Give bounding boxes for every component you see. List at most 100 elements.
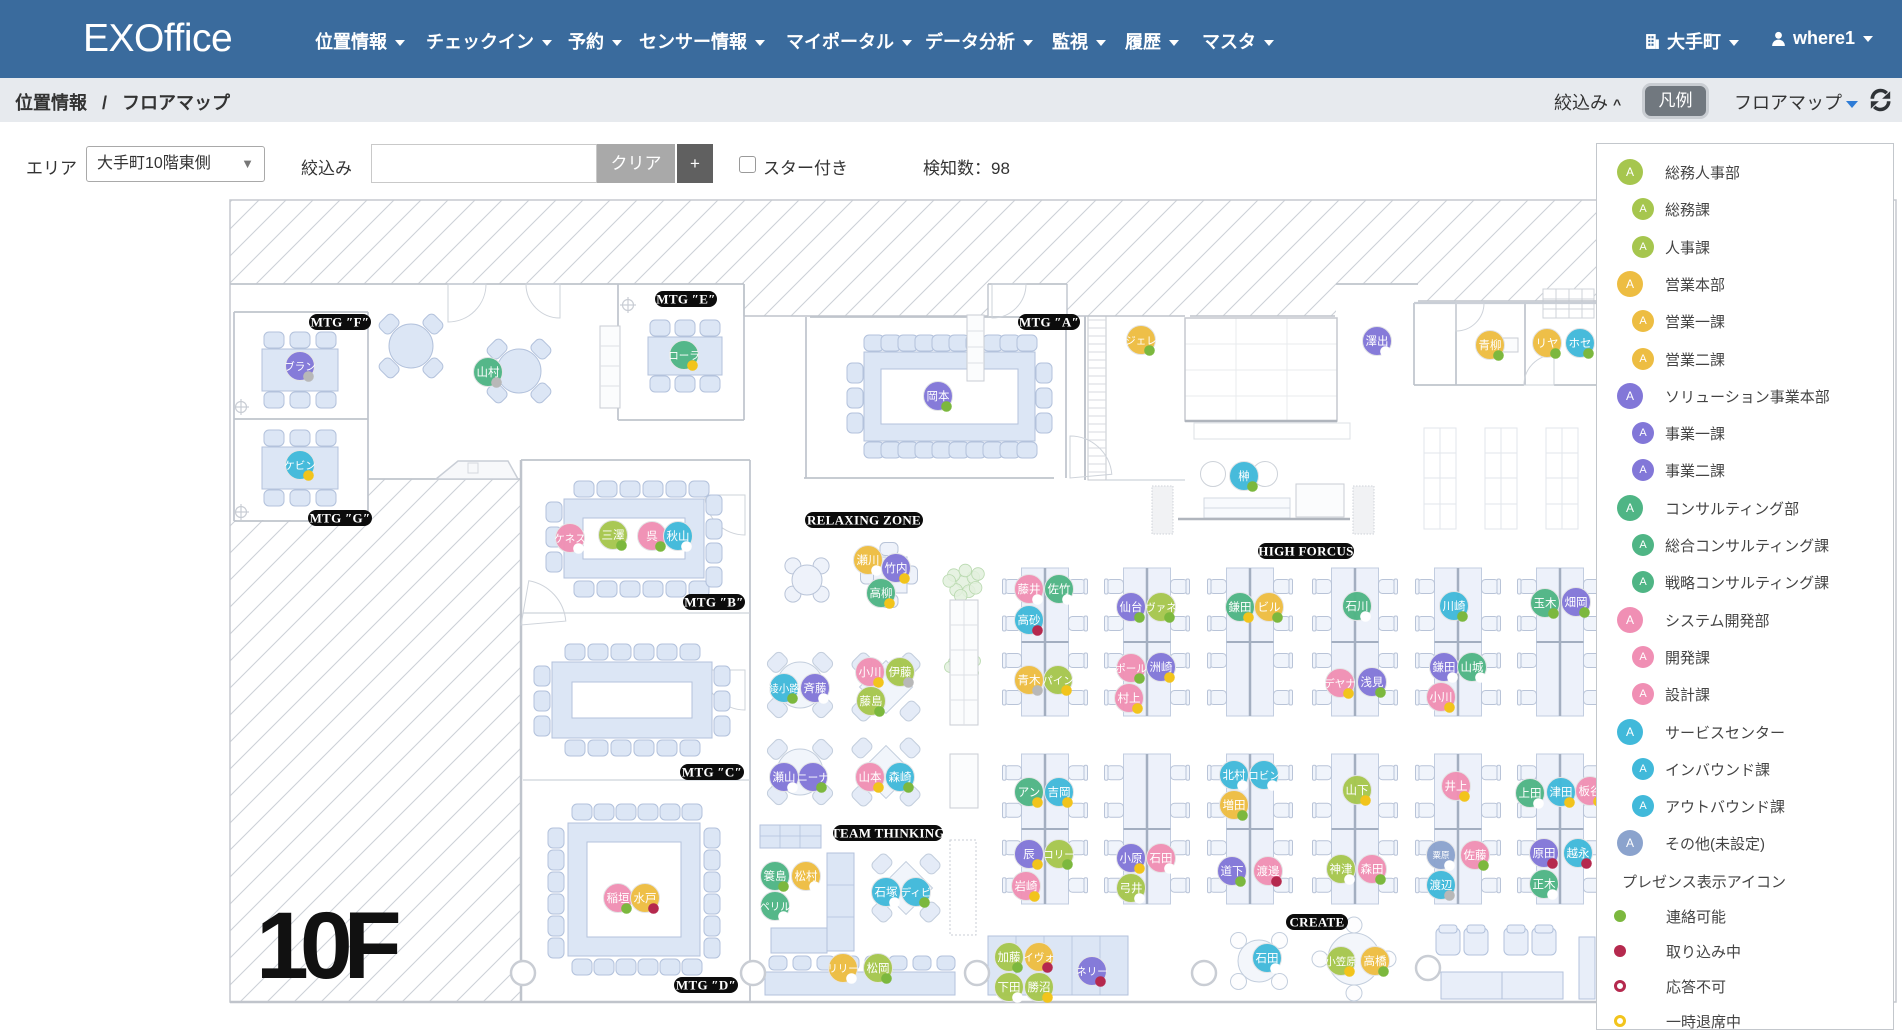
svg-text:松村: 松村	[795, 869, 818, 883]
svg-text:ヴァネ: ヴァネ	[1145, 601, 1177, 614]
svg-text:ジェレ: ジェレ	[1125, 335, 1157, 347]
svg-text:綾小路: 綾小路	[768, 682, 800, 695]
svg-text:RELAXING ZONE: RELAXING ZONE	[807, 513, 921, 528]
svg-text:斉藤: 斉藤	[804, 681, 827, 695]
svg-text:竹内: 竹内	[885, 561, 908, 575]
svg-text:ビル: ビル	[1258, 601, 1281, 614]
svg-text:佐藤: 佐藤	[1464, 848, 1487, 862]
svg-text:稲垣: 稲垣	[607, 892, 630, 905]
svg-text:TEAM THINKING: TEAM THINKING	[831, 826, 945, 841]
svg-text:ニーナ: ニーナ	[797, 772, 829, 784]
svg-text:MTG ″C″: MTG ″C″	[682, 765, 742, 780]
svg-text:鎌田: 鎌田	[1433, 660, 1456, 674]
svg-text:石塚: 石塚	[875, 885, 898, 899]
svg-text:CREATE: CREATE	[1289, 915, 1344, 930]
svg-text:HIGH FORCUS: HIGH FORCUS	[1258, 544, 1353, 559]
svg-text:川崎: 川崎	[1443, 599, 1466, 613]
svg-text:藤井: 藤井	[1018, 582, 1041, 596]
svg-text:勝沼: 勝沼	[1028, 980, 1051, 994]
svg-text:下田: 下田	[998, 982, 1021, 994]
svg-text:ロビン: ロビン	[1248, 770, 1280, 782]
svg-text:森田: 森田	[1361, 862, 1384, 876]
svg-text:小川: 小川	[1430, 691, 1453, 704]
svg-text:MTG ″E″: MTG ″E″	[656, 292, 715, 307]
svg-text:佐竹: 佐竹	[1048, 582, 1071, 596]
svg-text:増田: 増田	[1223, 799, 1246, 812]
svg-text:岩崎: 岩崎	[1015, 879, 1038, 893]
svg-text:MTG ″A″: MTG ″A″	[1019, 315, 1079, 330]
svg-text:ケネス: ケネス	[554, 533, 586, 545]
svg-text:北村: 北村	[1223, 768, 1246, 782]
svg-text:山本: 山本	[859, 770, 882, 784]
svg-text:ネリー: ネリー	[1076, 966, 1108, 978]
svg-text:村上: 村上	[1118, 691, 1141, 705]
svg-text:浅見: 浅見	[1361, 676, 1384, 689]
svg-text:MTG ″B″: MTG ″B″	[684, 595, 743, 610]
svg-text:リリー: リリー	[827, 963, 859, 975]
svg-text:石川: 石川	[1346, 600, 1369, 613]
svg-text:MTG ″D″: MTG ″D″	[676, 978, 736, 993]
svg-text:道下: 道下	[1221, 864, 1244, 878]
svg-text:吉岡: 吉岡	[1048, 786, 1071, 799]
svg-text:越永: 越永	[1567, 846, 1590, 860]
svg-text:正木: 正木	[1533, 878, 1556, 891]
svg-text:ディビ: ディビ	[901, 886, 932, 899]
svg-text:石田: 石田	[1256, 953, 1279, 965]
svg-text:伊藤: 伊藤	[889, 666, 912, 679]
svg-text:鎌田: 鎌田	[1229, 600, 1252, 614]
svg-text:パイン: パイン	[1042, 675, 1074, 687]
svg-text:森崎: 森崎	[889, 770, 912, 784]
svg-text:小川: 小川	[859, 666, 882, 679]
svg-text:津田: 津田	[1550, 786, 1573, 799]
svg-text:石田: 石田	[1150, 853, 1173, 865]
svg-text:高柳: 高柳	[870, 586, 893, 600]
svg-text:瀬川: 瀬川	[857, 553, 880, 567]
svg-text:MTG ″F″: MTG ″F″	[311, 315, 370, 330]
svg-text:アン: アン	[1018, 787, 1041, 799]
svg-text:ローラ: ローラ	[668, 350, 700, 362]
svg-text:山城: 山城	[1461, 661, 1484, 674]
svg-text:小笠原: 小笠原	[1325, 955, 1357, 968]
svg-text:ケビン: ケビン	[284, 460, 316, 472]
svg-text:10F: 10F	[256, 893, 399, 999]
svg-text:簑島: 簑島	[764, 869, 787, 883]
svg-text:山下: 山下	[1346, 784, 1369, 797]
svg-text:澤出: 澤出	[1366, 334, 1389, 348]
svg-text:渡辺: 渡辺	[1430, 878, 1453, 892]
svg-text:MTG ″G″: MTG ″G″	[310, 511, 371, 526]
svg-text:高砂: 高砂	[1018, 613, 1041, 627]
svg-text:山村: 山村	[477, 365, 500, 379]
svg-text:神津: 神津	[1330, 862, 1353, 876]
svg-text:藤島: 藤島	[860, 694, 883, 708]
svg-text:三澤: 三澤	[602, 529, 625, 542]
svg-text:デヤナ: デヤナ	[1324, 677, 1356, 690]
svg-text:ホセ: ホセ	[1569, 337, 1592, 350]
svg-text:小原: 小原	[1120, 852, 1143, 865]
svg-text:渡邊: 渡邊	[1257, 864, 1280, 878]
svg-text:井上: 井上	[1445, 779, 1468, 793]
svg-text:上田: 上田	[1519, 787, 1542, 800]
svg-text:呉: 呉	[646, 530, 658, 543]
svg-text:原田: 原田	[1533, 848, 1556, 860]
svg-text:高橋: 高橋	[1364, 954, 1387, 968]
svg-text:ペリル: ペリル	[759, 901, 791, 913]
svg-text:ブラン: ブラン	[284, 360, 316, 373]
svg-text:仙台: 仙台	[1120, 600, 1143, 614]
svg-text:榊: 榊	[1238, 469, 1250, 483]
svg-text:青木: 青木	[1018, 674, 1041, 687]
svg-text:瀬山: 瀬山	[773, 770, 796, 784]
svg-text:畑岡: 畑岡	[1565, 596, 1588, 609]
svg-text:リヤ: リヤ	[1536, 338, 1559, 350]
svg-text:イヴォ: イヴォ	[1023, 951, 1055, 964]
svg-text:岡本: 岡本	[927, 389, 950, 403]
svg-text:コリー: コリー	[1043, 849, 1075, 861]
svg-text:玉木: 玉木	[1534, 597, 1557, 610]
svg-text:水戸: 水戸	[634, 892, 657, 905]
svg-text:粟原: 粟原	[1432, 850, 1449, 860]
svg-text:弓井: 弓井	[1120, 881, 1143, 895]
svg-text:ポール: ポール	[1115, 663, 1147, 675]
svg-text:加藤: 加藤	[998, 951, 1021, 964]
svg-text:松岡: 松岡	[867, 961, 890, 975]
svg-text:辰: 辰	[1023, 849, 1035, 861]
svg-text:青柳: 青柳	[1479, 338, 1502, 352]
